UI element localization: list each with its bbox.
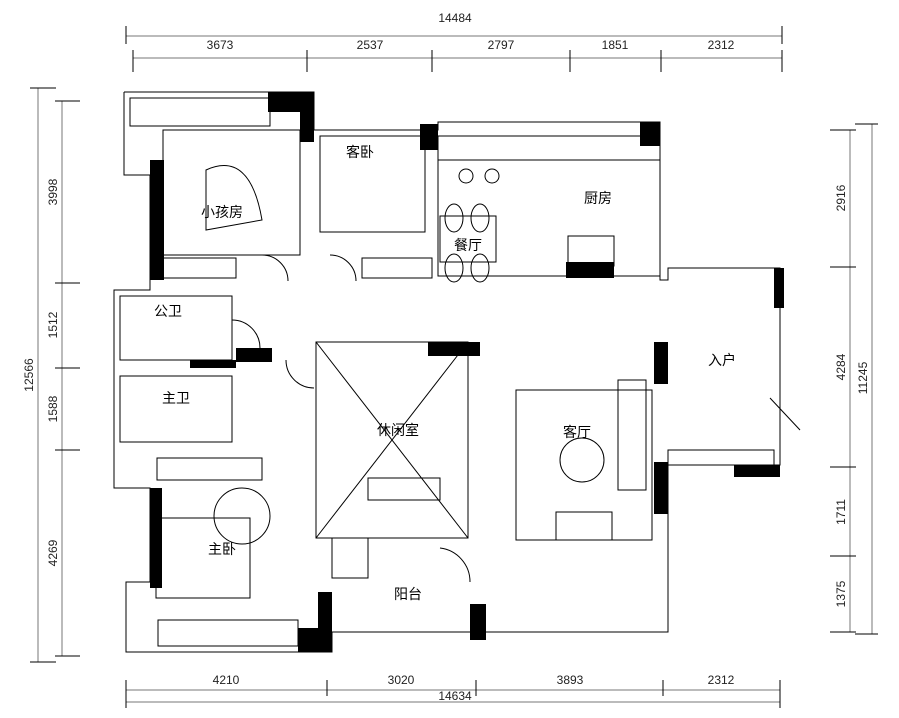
dim-bottom-4: 2312 (708, 673, 735, 687)
dim-right-1: 2916 (834, 184, 848, 211)
dim-right-total: 11245 (856, 361, 870, 394)
dim-right-3: 1711 (834, 499, 848, 525)
dim-left-total: 12566 (22, 358, 36, 392)
dim-top-5: 2312 (708, 38, 735, 52)
dim-top-2: 2537 (357, 38, 384, 52)
dim-left-2: 1512 (46, 311, 60, 338)
dim-top-3: 2797 (488, 38, 515, 52)
dim-top-4: 1851 (602, 38, 629, 52)
room-label-leisure-room: 休闲室 (377, 422, 419, 439)
dim-left-4: 4269 (46, 539, 60, 566)
dim-left-1: 3998 (46, 178, 60, 205)
dim-top-1: 3673 (207, 38, 234, 52)
room-label-kitchen: 厨房 (584, 191, 612, 207)
room-label-public-bath: 公卫 (154, 304, 182, 320)
dimension-lines (30, 26, 878, 708)
room-label-kids-room: 小孩房 (201, 205, 243, 221)
room-label-master-bath: 主卫 (162, 391, 190, 407)
room-label-master-bedroom: 主卧 (208, 542, 236, 558)
room-label-balcony: 阳台 (394, 587, 422, 603)
room-label-guest-bedroom: 客卧 (346, 144, 374, 161)
dim-bottom-total: 14634 (438, 689, 472, 703)
room-label-living-room: 客厅 (563, 424, 591, 441)
dim-bottom-3: 3893 (557, 673, 584, 687)
wall-outlines (113, 91, 801, 653)
dim-right-2: 4284 (834, 353, 848, 380)
dim-top-total: 14484 (438, 11, 472, 25)
dim-bottom-1: 4210 (213, 673, 240, 687)
room-label-dining: 餐厅 (454, 238, 482, 254)
dim-bottom-2: 3020 (388, 673, 415, 687)
dim-right-4: 1375 (834, 580, 848, 607)
solid-walls (150, 92, 784, 652)
dim-left-3: 1588 (46, 395, 60, 422)
room-label-entrance: 入户 (708, 352, 736, 369)
